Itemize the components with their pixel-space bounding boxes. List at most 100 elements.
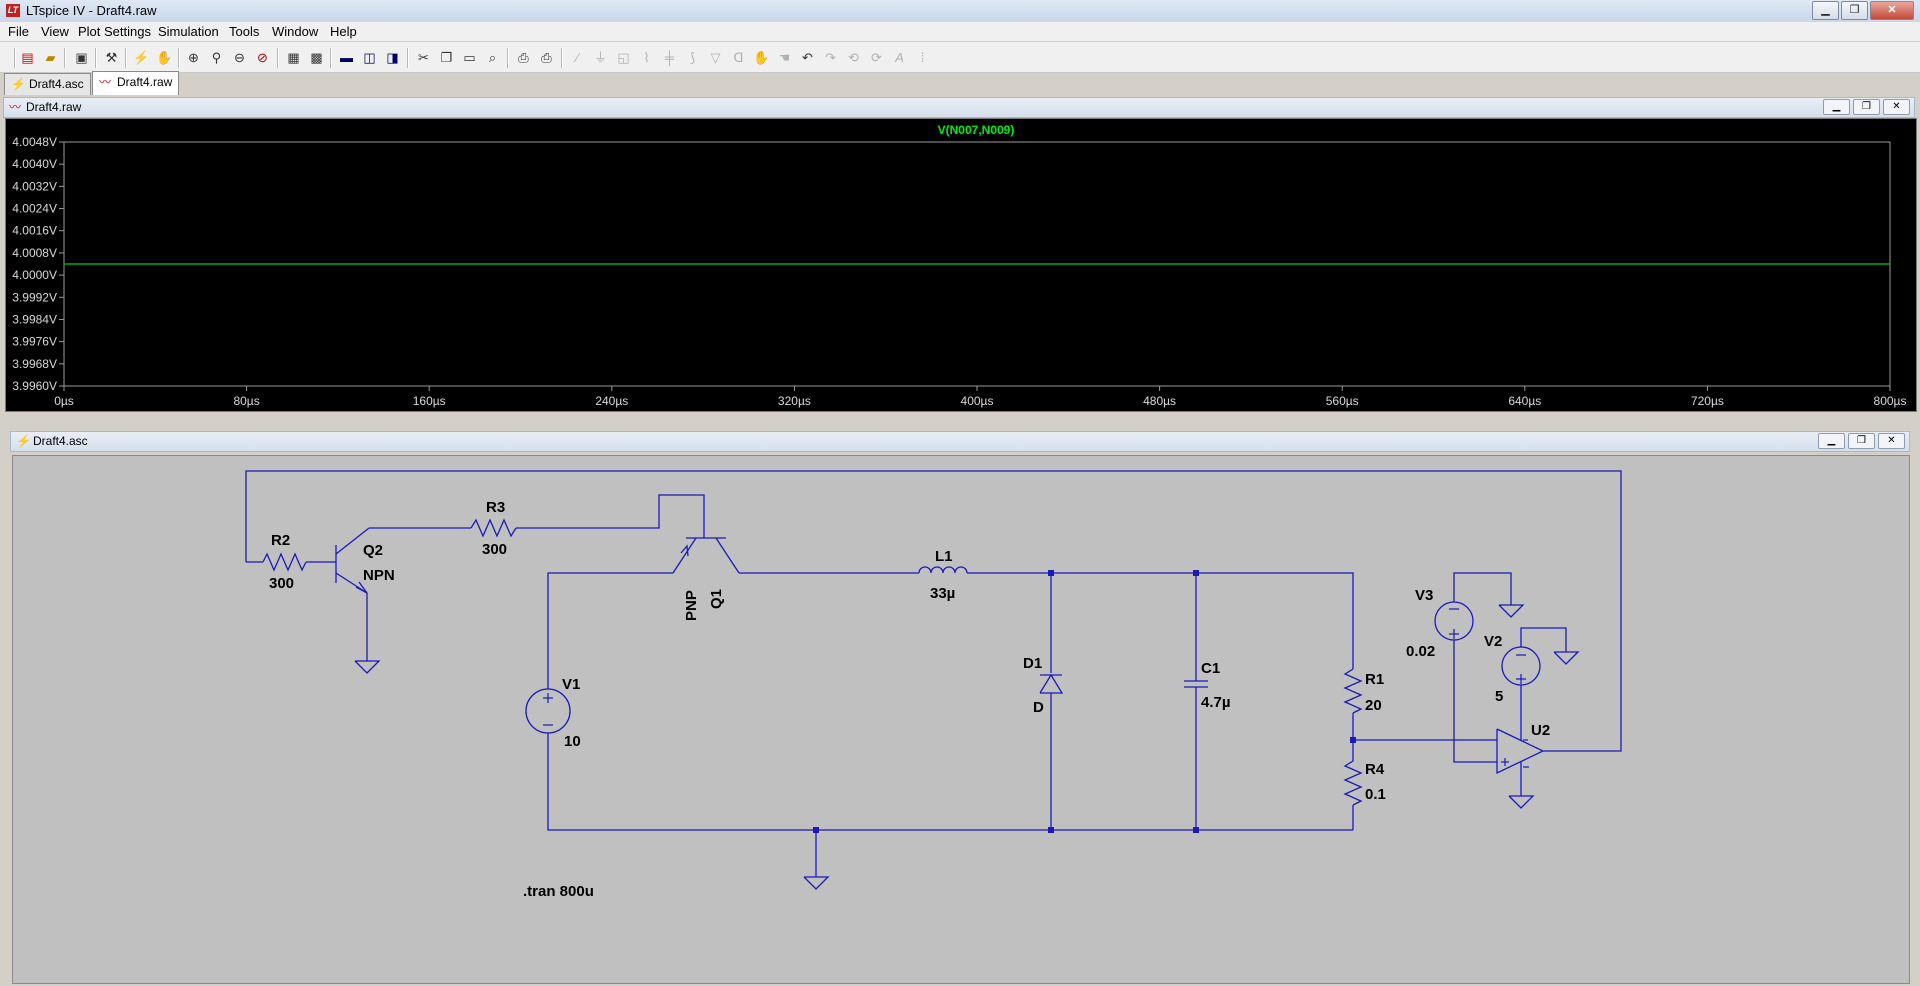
ground-symbol[interactable] [1553,651,1580,665]
pnp-q1-collector[interactable] [715,537,740,574]
inductor-l1[interactable] [918,566,968,574]
tile-vertical-icon[interactable]: ◨ [386,50,399,65]
schematic-drawing[interactable]: R2 300 R3 300 Q2 NPN PNP Q1 L1 33µ D1 D … [13,456,1909,983]
wire[interactable] [1520,627,1567,652]
v3-ref[interactable]: V3 [1415,587,1433,604]
plot-close-button[interactable]: ✕ [1883,99,1910,115]
v1-ref[interactable]: V1 [562,676,580,693]
c1-ref[interactable]: C1 [1201,660,1220,677]
ground-symbol[interactable] [1508,795,1535,809]
l1-value[interactable]: 33µ [930,585,955,602]
r3-ref[interactable]: R3 [486,499,505,516]
paste-icon[interactable]: ▭ [463,50,476,65]
open-folder-icon[interactable]: ▰ [45,50,56,65]
d1-value[interactable]: D [1033,699,1044,716]
new-schematic-icon[interactable]: ▤ [21,50,34,65]
ground-symbol[interactable] [1498,604,1525,618]
schematic-restore-button[interactable]: ❐ [1848,433,1875,449]
wire[interactable] [967,572,1354,669]
schematic-close-button[interactable]: ✕ [1878,433,1905,449]
wire-icon[interactable]: ∕ [576,50,579,65]
mirror-icon[interactable]: ⟳ [871,50,882,65]
move-icon[interactable]: ✋ [753,50,770,65]
npn-q2-collector[interactable] [335,527,370,555]
restore-button[interactable]: ❐ [1841,1,1868,20]
menu-help[interactable]: Help [330,24,357,39]
r4-value[interactable]: 0.1 [1365,786,1386,803]
resistor-r2[interactable] [262,552,307,572]
r3-value[interactable]: 300 [482,541,507,558]
waveform-chart[interactable]: V(N007,N009) 4.0048V4.0040V4.0032V4.0024… [6,119,1916,411]
trace-label[interactable]: V(N007,N009) [938,123,1015,137]
pnp-q1-arrow[interactable] [680,544,689,557]
menu-window[interactable]: Window [272,24,319,39]
rotate-icon[interactable]: ⟲ [848,50,859,65]
minimize-button[interactable]: ▁ [1812,1,1839,20]
close-button[interactable]: ✕ [1870,1,1914,20]
menu-view[interactable]: View [41,24,69,39]
ground-symbol[interactable] [803,876,830,890]
spice-directive[interactable]: .tran 800u [523,883,594,900]
menu-plot-settings[interactable]: Plot Settings [78,24,151,39]
capacitor-icon[interactable]: ╪ [664,50,675,65]
control-panel-icon[interactable]: ⚒ [105,50,118,65]
menu-file[interactable]: File [8,24,29,39]
wire[interactable] [1453,572,1512,605]
plot-minimize-button[interactable]: ▁ [1823,99,1850,115]
r1-value[interactable]: 20 [1365,697,1382,714]
q1-ref[interactable]: Q1 [708,589,725,609]
grid-icon[interactable]: ▩ [310,50,323,65]
diode-d1[interactable] [1039,673,1064,694]
redo-icon[interactable]: ↷ [825,50,836,65]
c1-value[interactable]: 4.7µ [1201,694,1231,711]
pnp-q1-emitter[interactable] [672,537,697,574]
q2-value[interactable]: NPN [363,567,395,584]
v2-ref[interactable]: V2 [1484,633,1502,650]
drag-icon[interactable]: ☚ [778,50,791,65]
pnp-value[interactable]: PNP [683,590,700,621]
plot-window-title-bar[interactable]: 〰 Draft4.raw ▁ ❐ ✕ [3,97,1915,118]
v3-value[interactable]: 0.02 [1406,643,1435,660]
copy-icon[interactable]: ❐ [440,50,453,65]
tab-draft4-raw[interactable]: 〰 Draft4.raw [92,71,180,95]
feedback-wire[interactable] [245,470,1622,752]
cut-icon[interactable]: ✂ [418,50,429,65]
save-icon[interactable]: ▣ [75,50,88,65]
tab-draft4-asc[interactable]: ⚡ Draft4.asc [4,73,91,95]
undo-icon[interactable]: ↶ [802,50,813,65]
wire[interactable] [1453,640,1497,763]
autorange-icon[interactable]: ▦ [287,50,300,65]
component-icon[interactable]: ᗡ [733,50,744,65]
ground-symbol[interactable] [354,660,381,674]
menu-tools[interactable]: Tools [229,24,260,39]
plot-restore-button[interactable]: ❐ [1853,99,1880,115]
resistor-r4[interactable] [1343,759,1363,806]
print-preview-icon[interactable]: ⎙ [518,50,529,65]
wire[interactable] [547,572,673,689]
find-icon[interactable]: ⌕ [488,50,497,65]
r1-ref[interactable]: R1 [1365,671,1384,688]
run-icon[interactable]: ⚡ [133,50,150,65]
u2-ref[interactable]: U2 [1531,722,1550,739]
halt-icon[interactable]: ✋ [156,50,173,65]
r4-ref[interactable]: R4 [1365,761,1385,778]
cascade-icon[interactable]: ◫ [363,50,376,65]
wire[interactable] [547,733,1353,831]
wire[interactable] [516,494,705,538]
print-icon[interactable]: ⎙ [541,50,552,65]
v2-value[interactable]: 5 [1495,688,1503,705]
d1-ref[interactable]: D1 [1023,655,1042,672]
tile-horizontal-icon[interactable]: ▬ [340,50,353,65]
menu-simulation[interactable]: Simulation [158,24,219,39]
ground-icon[interactable]: ⏚ [593,50,607,65]
diode-icon[interactable]: ▽ [710,50,721,65]
v1-value[interactable]: 10 [564,733,581,750]
resistor-r3[interactable] [470,518,517,538]
q2-ref[interactable]: Q2 [363,542,383,559]
resistor-icon[interactable]: ⌇ [643,50,650,65]
zoom-fit-icon[interactable]: ⊘ [257,50,268,65]
resistor-r1[interactable] [1343,668,1363,714]
zoom-out-icon[interactable]: ⊖ [234,50,245,65]
inductor-icon[interactable]: ⟆ [689,50,696,65]
